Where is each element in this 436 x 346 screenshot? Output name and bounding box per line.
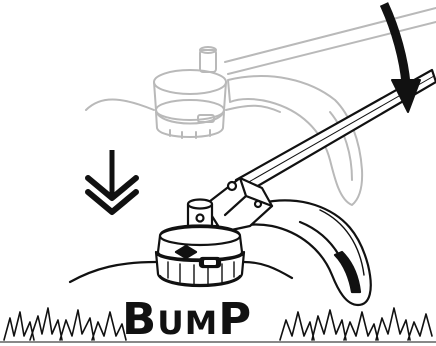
bump-label: BUMP <box>122 298 252 342</box>
bump-letter-p: P <box>218 294 252 345</box>
bump-letter-b: B <box>122 294 157 345</box>
line-strand-left <box>70 262 156 282</box>
line-strand-right <box>244 262 292 278</box>
bump-letters-um: UM <box>157 304 218 342</box>
down-arrow-icon <box>88 150 136 212</box>
